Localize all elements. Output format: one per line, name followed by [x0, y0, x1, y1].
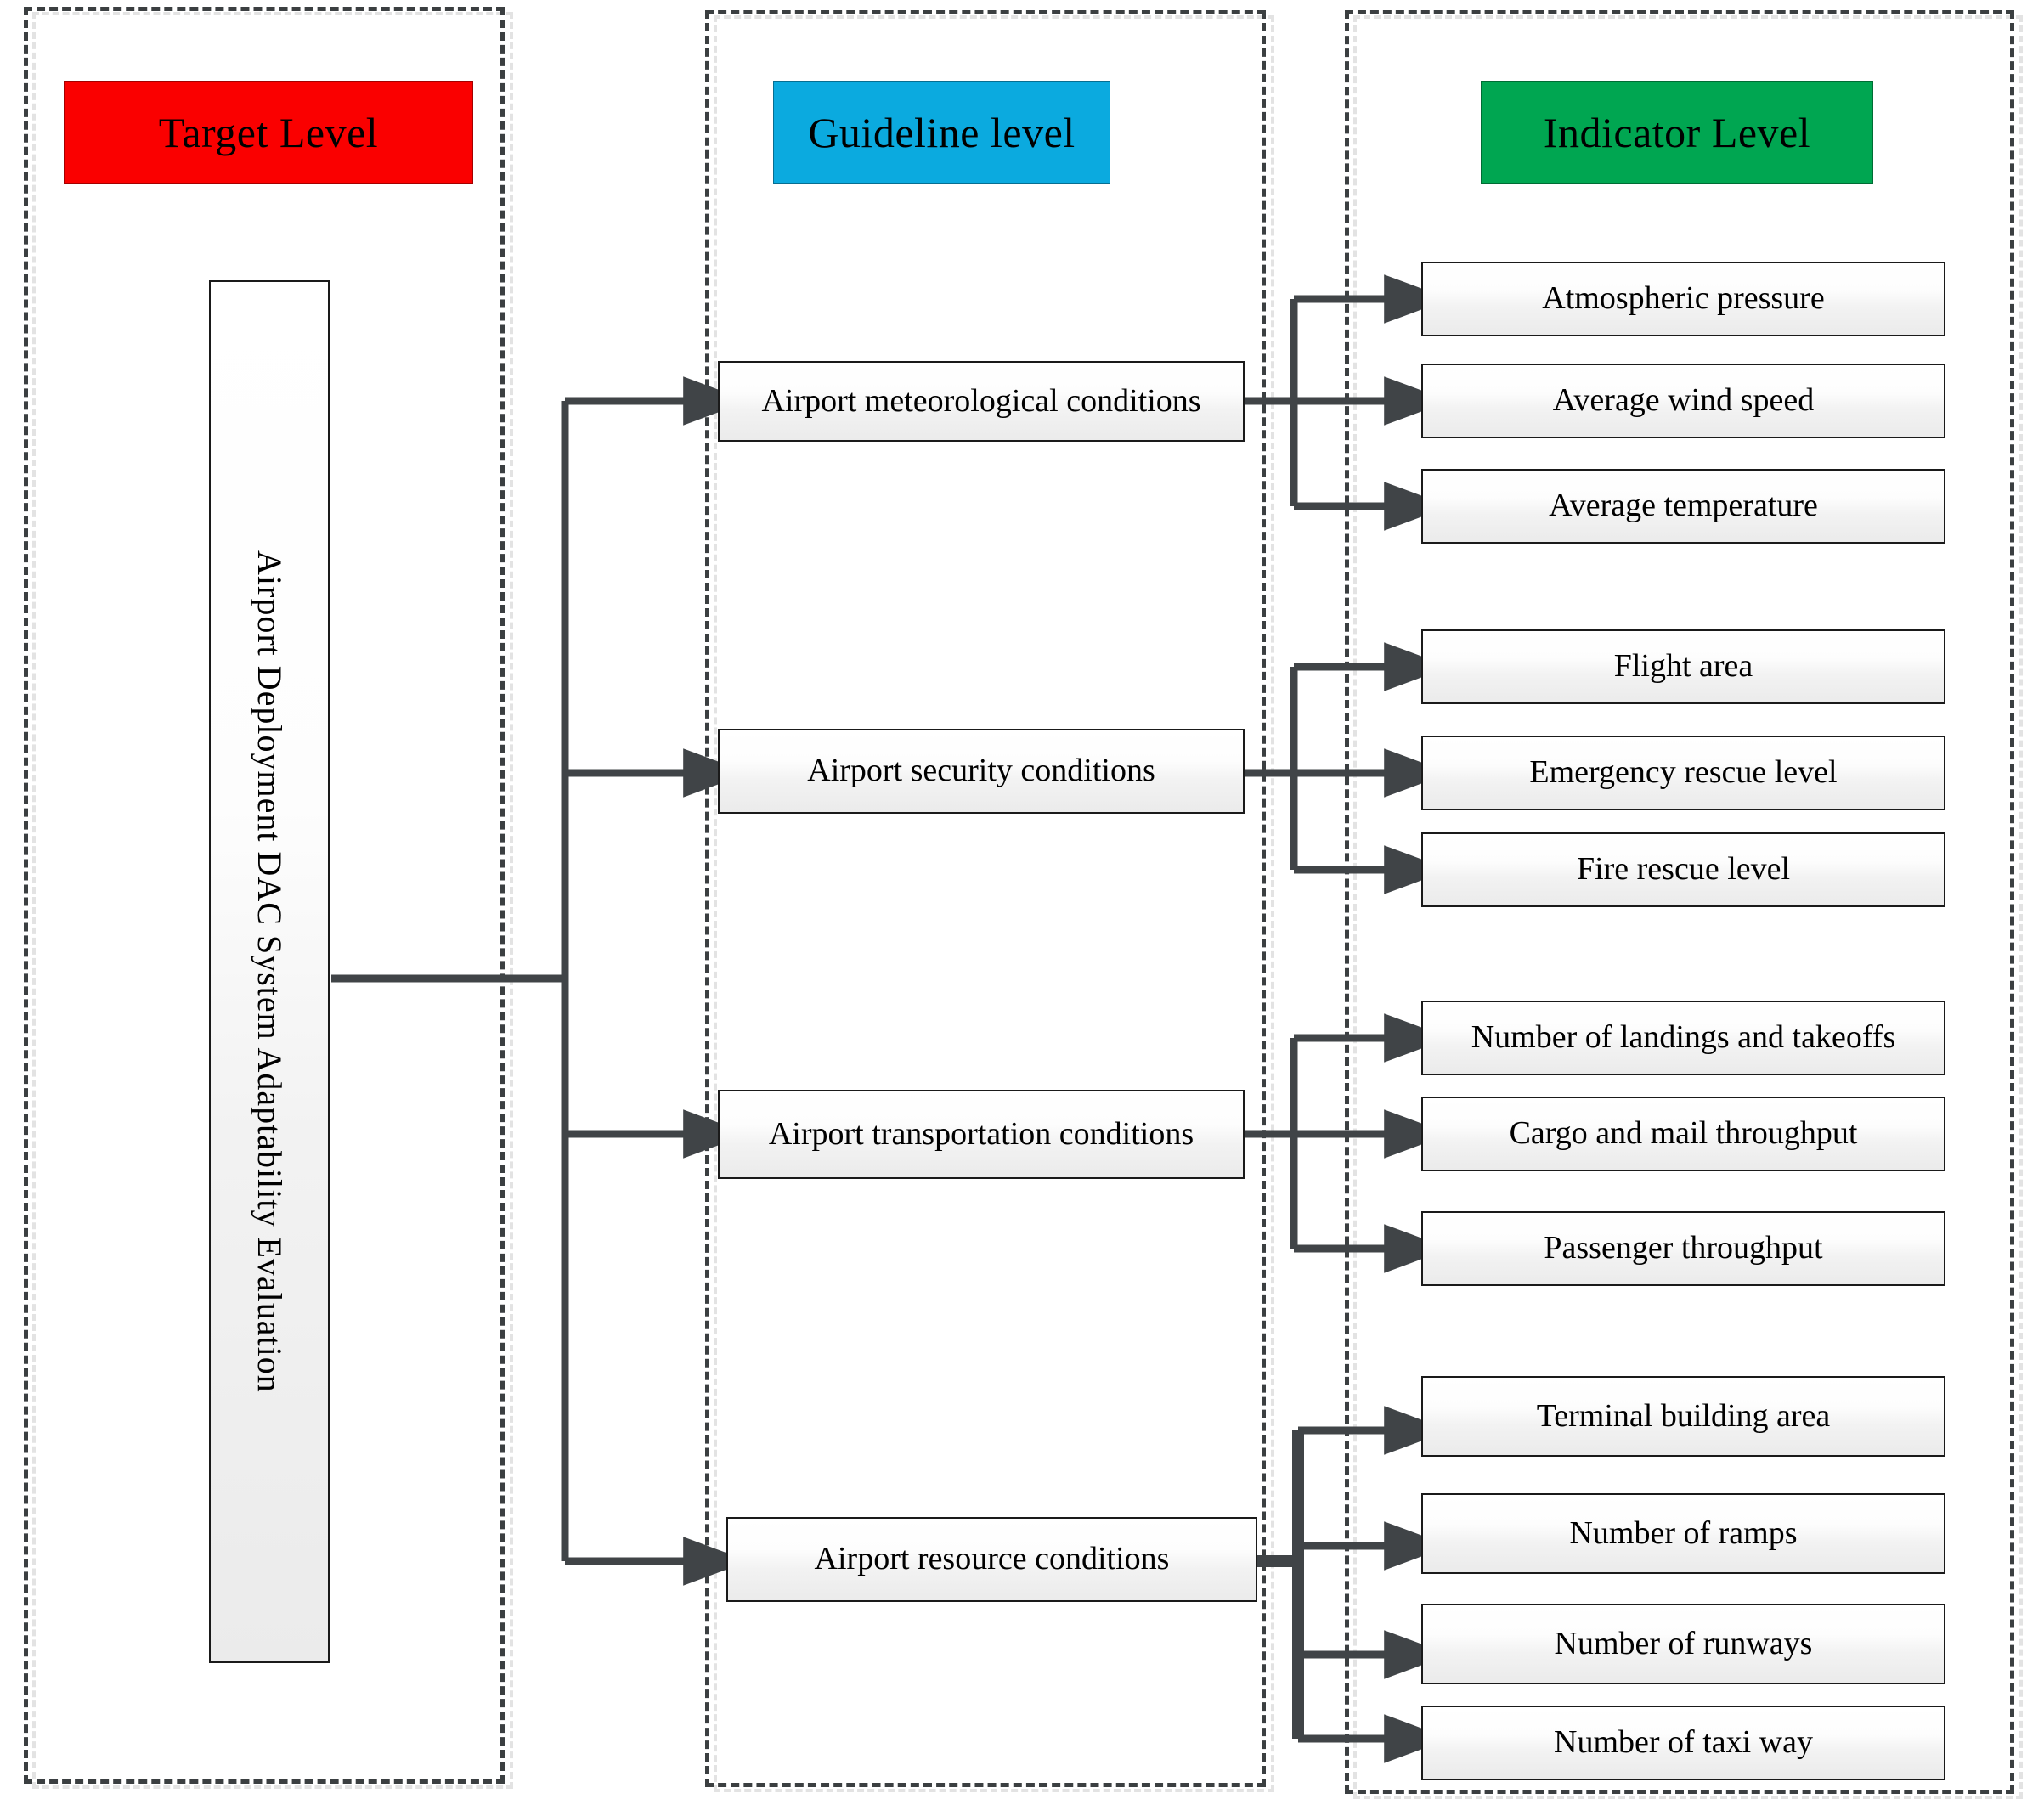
- indicator-node-label: Passenger throughput: [1544, 1230, 1823, 1266]
- guideline-node-resource[interactable]: Airport resource conditions: [726, 1517, 1263, 1608]
- indicator-node-number-of-ramps[interactable]: Number of ramps: [1421, 1493, 1951, 1580]
- guideline-node-label: Airport resource conditions: [814, 1541, 1170, 1577]
- target-node-label: Airport Deployment DAC System Adaptabili…: [251, 550, 289, 1393]
- indicator-level-panel: [1345, 10, 2014, 1794]
- guideline-panel-shadow: [714, 15, 1274, 1792]
- guideline-level-panel: [705, 10, 1266, 1787]
- indicator-node-emergency-rescue-level[interactable]: Emergency rescue level: [1421, 736, 1951, 816]
- indicator-node-label: Cargo and mail throughput: [1509, 1115, 1858, 1152]
- indicator-node-label: Fire rescue level: [1576, 851, 1791, 888]
- indicator-node-label: Atmospheric pressure: [1542, 280, 1825, 317]
- guideline-node-label: Airport security conditions: [807, 753, 1155, 789]
- target-panel-shadow: [32, 12, 513, 1789]
- indicator-node-label: Number of taxi way: [1554, 1724, 1813, 1761]
- indicator-panel-shadow: [1353, 15, 2023, 1799]
- target-node-box[interactable]: Airport Deployment DAC System Adaptabili…: [209, 280, 336, 1669]
- guideline-node-meteorological[interactable]: Airport meteorological conditions: [718, 361, 1251, 448]
- indicator-node-flight-area[interactable]: Flight area: [1421, 629, 1951, 710]
- indicator-node-label: Number of runways: [1554, 1625, 1813, 1661]
- guideline-node-label: Airport meteorological conditions: [761, 382, 1201, 419]
- indicator-node-terminal-building-area[interactable]: Terminal building area: [1421, 1376, 1951, 1463]
- indicator-node-label: Number of ramps: [1569, 1514, 1798, 1551]
- guideline-node-transportation[interactable]: Airport transportation conditions: [718, 1090, 1251, 1185]
- indicator-node-number-of-runways[interactable]: Number of runways: [1421, 1604, 1951, 1690]
- indicator-node-label: Average wind speed: [1552, 382, 1815, 419]
- indicator-node-label: Emergency rescue level: [1529, 754, 1838, 791]
- indicator-node-number-of-landings-and-takeoffs[interactable]: Number of landings and takeoffs: [1421, 1001, 1951, 1081]
- indicator-node-label: Average temperature: [1549, 488, 1818, 524]
- target-level-panel: [24, 7, 505, 1784]
- indicator-node-label: Number of landings and takeoffs: [1471, 1019, 1896, 1056]
- indicator-node-fire-rescue-level[interactable]: Fire rescue level: [1421, 832, 1951, 913]
- target-level-banner: Target Level: [64, 81, 481, 192]
- target-level-banner-label: Target Level: [158, 109, 379, 156]
- indicator-node-average-wind-speed[interactable]: Average wind speed: [1421, 364, 1951, 444]
- indicator-level-banner-label: Indicator Level: [1543, 109, 1811, 156]
- indicator-node-label: Terminal building area: [1536, 1397, 1831, 1434]
- indicator-node-number-of-taxi-way[interactable]: Number of taxi way: [1421, 1706, 1951, 1786]
- indicator-node-label: Flight area: [1613, 648, 1753, 685]
- indicator-node-atmospheric-pressure[interactable]: Atmospheric pressure: [1421, 262, 1951, 342]
- indicator-node-average-temperature[interactable]: Average temperature: [1421, 469, 1951, 550]
- guideline-node-label: Airport transportation conditions: [768, 1115, 1194, 1152]
- guideline-node-security[interactable]: Airport security conditions: [718, 729, 1251, 820]
- indicator-node-passenger-throughput[interactable]: Passenger throughput: [1421, 1211, 1951, 1292]
- indicator-level-banner: Indicator Level: [1481, 81, 1881, 192]
- indicator-node-cargo-and-mail-throughput[interactable]: Cargo and mail throughput: [1421, 1097, 1951, 1177]
- guideline-level-banner: Guideline level: [773, 81, 1118, 192]
- guideline-level-banner-label: Guideline level: [808, 109, 1076, 156]
